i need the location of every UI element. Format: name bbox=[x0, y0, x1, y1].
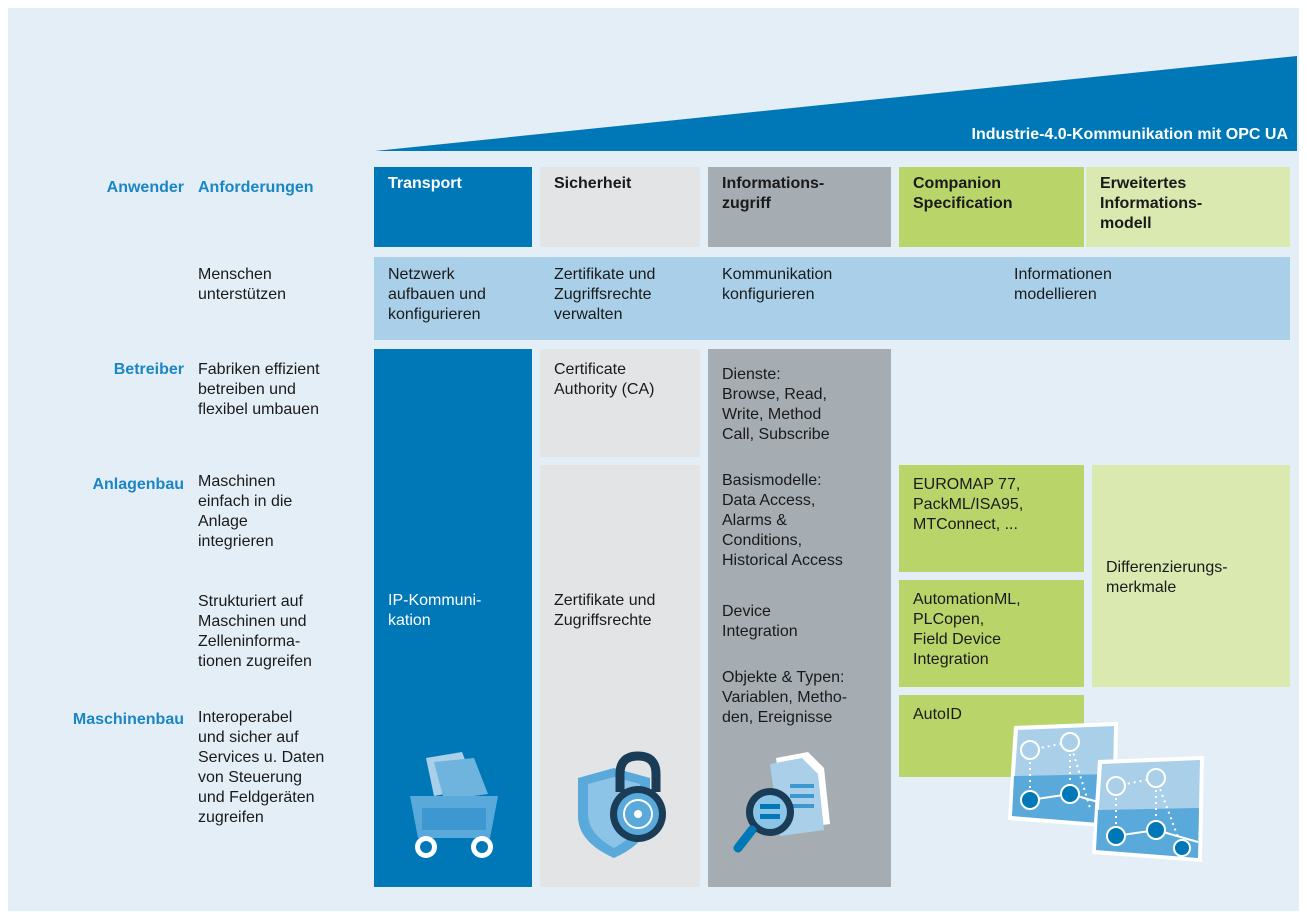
role-betreiber: Betreiber bbox=[113, 361, 184, 378]
info-objekte: Objekte & Typen: Variablen, Metho- den, … bbox=[722, 669, 848, 726]
sicherheit-detail: Zertifikate und Zugriffsrechte bbox=[554, 592, 656, 629]
transport-detail: IP-Kommuni- kation bbox=[388, 592, 482, 629]
info-dienste: Dienste: Browse, Read, Write, Method Cal… bbox=[722, 366, 830, 443]
header-sicherheit: Sicherheit bbox=[540, 167, 700, 247]
req-maschinen: Maschinen einfach in die Anlage integrie… bbox=[198, 473, 293, 550]
sicherheit-ca-box bbox=[540, 349, 700, 457]
header-companion: Companion Specification bbox=[899, 167, 1084, 247]
task-band bbox=[374, 257, 1290, 340]
banner-wedge bbox=[375, 56, 1297, 151]
cart-with-documents-icon bbox=[410, 752, 498, 858]
task-transport: Netzwerk aufbauen und konfigurieren bbox=[388, 266, 486, 323]
header-erweitert: Erweitertes Informations- modell bbox=[1086, 167, 1290, 247]
req-fabriken: Fabriken effizient betreiben und flexibe… bbox=[198, 361, 320, 418]
req-interoperabel: Interoperabel und sicher auf Services u.… bbox=[198, 709, 325, 826]
header-informationszugriff: Informations- zugriff bbox=[708, 167, 891, 247]
role-maschinenbau: Maschinenbau bbox=[72, 711, 184, 728]
role-anlagenbau: Anlagenbau bbox=[92, 476, 184, 493]
header-transport: Transport bbox=[374, 167, 532, 247]
sicherheit-ca: Certificate Authority (CA) bbox=[554, 361, 655, 398]
info-basismodelle: Basismodelle: Data Access, Alarms & Cond… bbox=[722, 472, 843, 569]
requirements-title: Anforderungen bbox=[198, 179, 314, 196]
task-sicherheit: Zertifikate und Zugriffsrechte verwalten bbox=[554, 266, 656, 323]
magnifier-document-icon bbox=[733, 752, 830, 853]
network-model-icon bbox=[1008, 722, 1204, 862]
banner-title: Industrie-4.0-Kommunikation mit OPC UA bbox=[971, 126, 1288, 143]
req-menschen: Menschen unterstützen bbox=[198, 266, 287, 303]
padlock-shield-icon bbox=[578, 751, 666, 858]
info-device: Device Integration bbox=[722, 603, 798, 640]
diagram-canvas: Industrie-4.0-Kommunikation mit OPC UA A… bbox=[8, 8, 1299, 911]
erweitert-box bbox=[1092, 465, 1290, 687]
companion-automationml: AutomationML, PLCopen, Field Device Inte… bbox=[899, 580, 1084, 687]
role-anwender: Anwender bbox=[106, 179, 184, 196]
erweitert-differenzierung: Differenzierungs- merkmale bbox=[1106, 559, 1228, 596]
req-strukturiert: Strukturiert auf Maschinen und Zelleninf… bbox=[198, 593, 312, 670]
task-informationen-modellieren: Informationen modellieren bbox=[1014, 266, 1112, 303]
task-informationszugriff: Kommunikation konfigurieren bbox=[722, 266, 833, 303]
companion-euromap: EUROMAP 77, PackML/ISA95, MTConnect, ... bbox=[899, 465, 1084, 572]
